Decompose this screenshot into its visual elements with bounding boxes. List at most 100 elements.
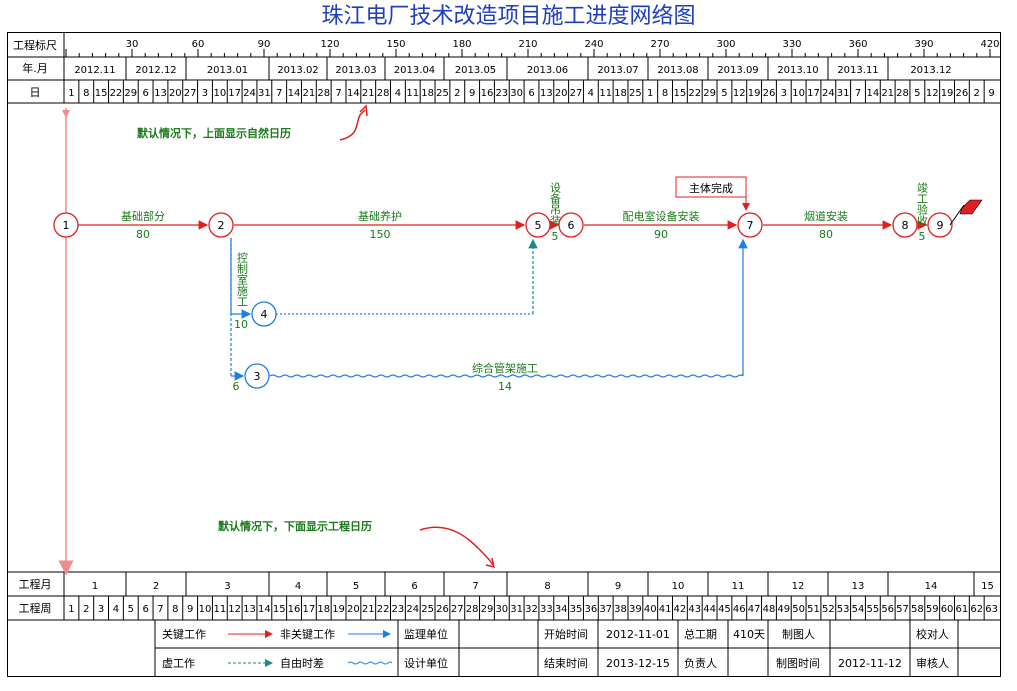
day-cell: 21 <box>303 88 316 99</box>
proj-week-cell: 9 <box>187 604 193 615</box>
proj-week-cell: 31 <box>510 604 523 615</box>
legend-checker-label: 校对人 <box>916 627 949 641</box>
proj-month-cell: 5 <box>353 581 359 592</box>
proj-week-cell: 10 <box>199 604 212 615</box>
proj-week-cell: 61 <box>956 604 969 615</box>
day-cell: 11 <box>406 88 419 99</box>
day-cell: 7 <box>335 88 341 99</box>
node-circle <box>244 363 270 389</box>
day-cell: 27 <box>184 88 197 99</box>
proj-week-cell: 53 <box>837 604 850 615</box>
proj-week-cell: 22 <box>377 604 390 615</box>
node-number: 2 <box>218 219 225 232</box>
scale-tick-label: 240 <box>584 39 603 50</box>
proj-week-cell: 3 <box>98 604 104 615</box>
day-cell: 15 <box>95 88 108 99</box>
day-cell: 24 <box>243 88 256 99</box>
proj-week-cell: 6 <box>142 604 148 615</box>
day-cell: 11 <box>599 88 612 99</box>
day-cell: 10 <box>213 88 226 99</box>
legend-drawtime-label: 制图时间 <box>776 657 820 670</box>
day-cell: 31 <box>258 88 271 99</box>
proj-week-cell: 23 <box>392 604 405 615</box>
node-number: 8 <box>902 219 909 232</box>
day-cell: 8 <box>83 88 89 99</box>
day-cell: 28 <box>896 88 909 99</box>
scale-tick-label: 30 <box>126 39 139 50</box>
scale-tick-label: 120 <box>320 39 339 50</box>
day-cell: 14 <box>347 88 360 99</box>
day-cell: 6 <box>528 88 534 99</box>
chart-frame <box>7 32 1001 677</box>
proj-week-cell: 49 <box>777 604 790 615</box>
proj-week-cell: 37 <box>599 604 612 615</box>
proj-month-cell: 11 <box>732 581 745 592</box>
node-number: 9 <box>937 219 944 232</box>
legend-drawer-label: 制图人 <box>782 628 815 641</box>
proj-week-cell: 57 <box>896 604 909 615</box>
proj-week-cell: 39 <box>629 604 642 615</box>
task-name-3: 设备吊装 <box>549 182 562 227</box>
day-cell: 10 <box>792 88 805 99</box>
task-name-2: 基础养护 <box>358 209 402 223</box>
legend-total-label: 总工期 <box>684 627 717 641</box>
day-cell: 18 <box>614 88 627 99</box>
proj-week-cell: 7 <box>157 604 163 615</box>
proj-week-cell: 58 <box>911 604 924 615</box>
row-label-scale: 工程标尺 <box>13 38 57 52</box>
month-cell: 2013.08 <box>657 65 698 76</box>
legend-start-value: 2012-11-01 <box>606 628 670 641</box>
proj-month-cell: 8 <box>544 581 550 592</box>
day-cell: 17 <box>807 88 820 99</box>
day-cell: 13 <box>540 88 553 99</box>
proj-week-cell: 14 <box>258 604 271 615</box>
day-cell: 26 <box>956 88 969 99</box>
day-cell: 1 <box>68 88 74 99</box>
proj-week-cell: 17 <box>303 604 316 615</box>
month-cell: 2012.12 <box>135 65 176 76</box>
proj-week-cell: 45 <box>718 604 731 615</box>
proj-week-cell: 52 <box>822 604 835 615</box>
finish-flag-icon <box>959 199 983 215</box>
proj-week-cell: 46 <box>733 604 746 615</box>
month-cell: 2012.11 <box>74 65 115 76</box>
legend-noncritical: 非关键工作 <box>280 627 335 641</box>
day-cell: 7 <box>276 88 282 99</box>
day-cell: 20 <box>169 88 182 99</box>
day-cell: 21 <box>362 88 375 99</box>
proj-week-cell: 59 <box>926 604 939 615</box>
task-name-5: 烟道安装 <box>804 209 848 223</box>
note-bottom: 默认情况下，下面显示工程日历 <box>218 519 372 533</box>
legend-supervisor: 监理单位 <box>404 627 448 641</box>
task-dur-1: 80 <box>136 228 150 241</box>
node-circle <box>525 212 551 238</box>
day-cell: 1 <box>647 88 653 99</box>
proj-month-cell: 14 <box>925 581 938 592</box>
note-top: 默认情况下，上面显示自然日历 <box>137 126 291 140</box>
task-name-7: 控制室施工 <box>236 251 249 307</box>
proj-month-cell: 10 <box>672 581 685 592</box>
task-name-4: 配电室设备安装 <box>623 209 700 223</box>
scale-tick-label: 330 <box>782 39 801 50</box>
day-cell: 9 <box>988 88 994 99</box>
proj-week-cell: 2 <box>83 604 89 615</box>
proj-week-cell: 1 <box>68 604 74 615</box>
legend-dummy: 虚工作 <box>162 657 195 670</box>
scale-tick-label: 300 <box>716 39 735 50</box>
proj-week-cell: 40 <box>644 604 657 615</box>
proj-week-cell: 35 <box>570 604 583 615</box>
scale-tick-label: 270 <box>650 39 669 50</box>
legend-total-value: 410天 <box>733 628 765 641</box>
day-cell: 28 <box>317 88 330 99</box>
day-cell: 28 <box>377 88 390 99</box>
proj-month-cell: 3 <box>224 581 230 592</box>
proj-week-cell: 20 <box>347 604 360 615</box>
proj-week-cell: 30 <box>495 604 508 615</box>
proj-week-cell: 11 <box>213 604 226 615</box>
scale-tick-label: 180 <box>452 39 471 50</box>
day-cell: 17 <box>228 88 241 99</box>
proj-week-cell: 36 <box>584 604 597 615</box>
scale-tick-label: 210 <box>518 39 537 50</box>
page-title: 珠江电厂技术改造项目施工进度网络图 <box>321 4 696 29</box>
proj-week-cell: 55 <box>866 604 879 615</box>
